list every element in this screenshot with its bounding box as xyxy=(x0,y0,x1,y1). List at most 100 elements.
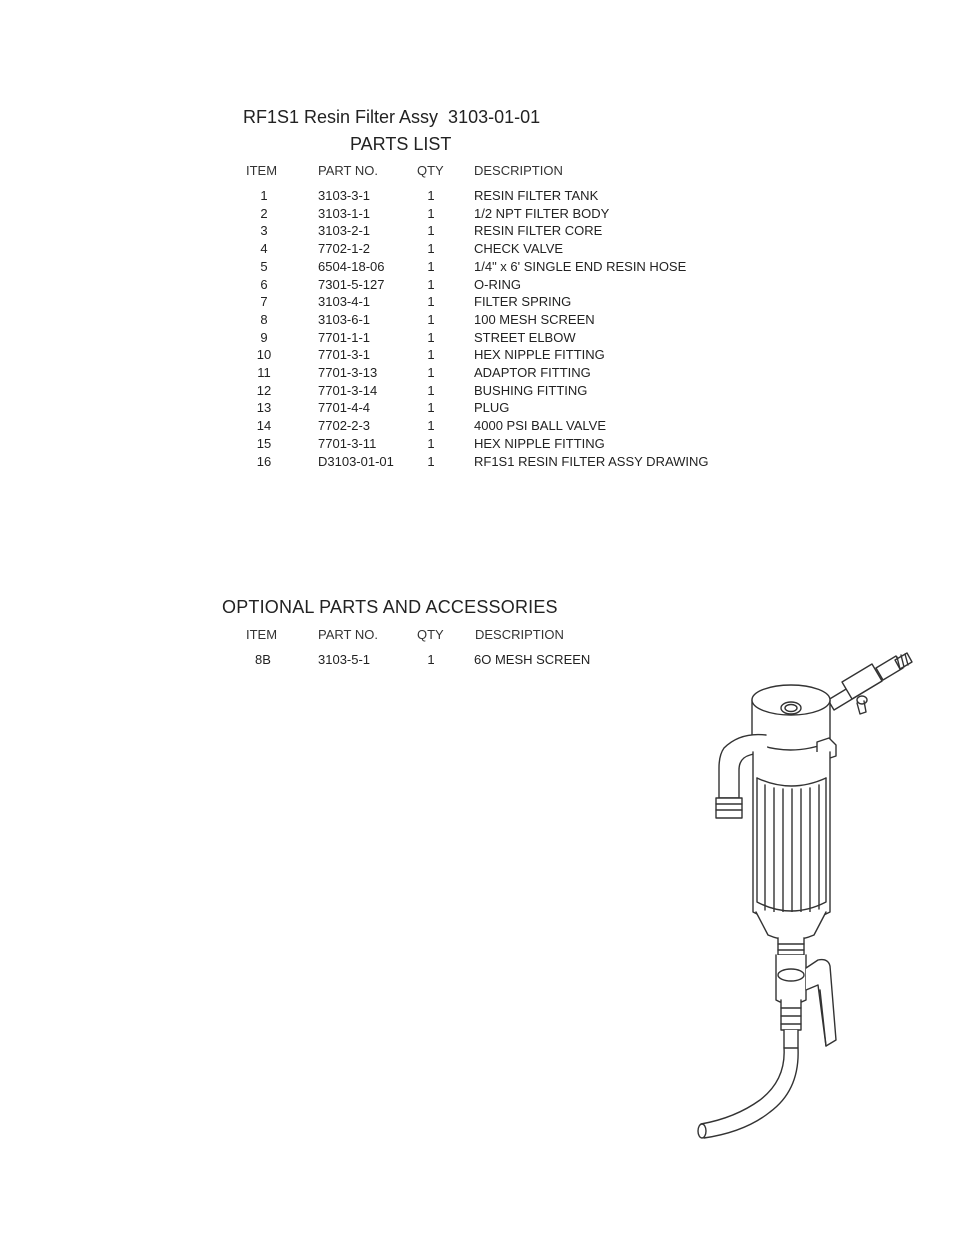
description: HEX NIPPLE FITTING xyxy=(474,347,605,363)
resin-hose xyxy=(697,1047,799,1139)
table-row: 13 7701-4-4 1 PLUG xyxy=(0,400,954,418)
description: 100 MESH SCREEN xyxy=(474,311,595,327)
item-number: 9 xyxy=(260,329,268,345)
item-number: 4 xyxy=(260,241,268,257)
description: RESIN FILTER TANK xyxy=(474,188,599,203)
part-number: 7701-3-11 xyxy=(318,435,377,451)
table-row: 9 7701-1-1 1 STREET ELBOW xyxy=(0,330,954,348)
quantity: 1 xyxy=(427,652,435,667)
opt-header-item: ITEM xyxy=(246,627,278,642)
item-number: 7 xyxy=(260,294,268,310)
hose-fitting xyxy=(780,999,802,1049)
table-row: 16 D3103-01-01 1 RF1S1 RESIN FILTER ASSY DR… xyxy=(0,454,954,472)
part-number: 7702-2-3 xyxy=(318,418,371,434)
outlet-valve-fitting xyxy=(827,652,913,715)
opt-header-qty: QTY xyxy=(417,627,444,642)
part-number: 3103-3-1 xyxy=(318,188,371,203)
description: 1/2 NPT FILTER BODY xyxy=(474,205,610,221)
item-number: 1 xyxy=(260,188,268,203)
filter-body-head xyxy=(751,684,837,761)
quantity: 1 xyxy=(427,276,435,292)
description: HEX NIPPLE FITTING xyxy=(474,435,605,451)
header-item: ITEM xyxy=(246,163,278,178)
description: RESIN FILTER CORE xyxy=(474,223,603,239)
quantity: 1 xyxy=(427,453,435,469)
description: O-RING xyxy=(474,276,521,292)
part-number: 7701-4-4 xyxy=(318,400,371,416)
description: ADAPTOR FITTING xyxy=(474,365,591,380)
header-description: DESCRIPTION xyxy=(474,163,563,178)
quantity: 1 xyxy=(427,205,435,221)
filter-bowl xyxy=(752,751,831,923)
filter-bottom-cap xyxy=(755,911,827,956)
description: 1/4" x 6' SINGLE END RESIN HOSE xyxy=(474,258,687,274)
table-row: 2 3103-1-1 1 1/2 NPT FILTER BODY xyxy=(0,206,954,224)
item-number: 5 xyxy=(260,258,268,274)
description: PLUG xyxy=(474,400,510,416)
item-number: 10 xyxy=(256,347,272,363)
quantity: 1 xyxy=(427,400,435,416)
part-number: 7701-1-1 xyxy=(318,329,371,345)
table-row: 7 3103-4-1 1 FILTER SPRING xyxy=(0,294,954,312)
part-number: 3103-5-1 xyxy=(318,652,371,667)
description: 6O MESH SCREEN xyxy=(474,652,591,667)
quantity: 1 xyxy=(427,365,435,380)
quantity: 1 xyxy=(427,258,435,274)
item-number: 15 xyxy=(256,435,272,451)
item-number: 16 xyxy=(256,453,272,469)
quantity: 1 xyxy=(427,435,435,451)
item-number: 14 xyxy=(256,418,272,434)
table-row: 11 7701-3-13 1 ADAPTOR FITTING xyxy=(0,365,954,383)
table-row: 1 3103-3-1 1 RESIN FILTER TANK xyxy=(0,188,954,206)
optional-parts-title: OPTIONAL PARTS AND ACCESSORIES xyxy=(222,597,558,617)
table-row: 14 7702-2-3 1 4000 PSI BALL VALVE xyxy=(0,418,954,436)
item-number: 12 xyxy=(256,382,272,398)
part-number: 7701-3-1 xyxy=(318,347,371,363)
quantity: 1 xyxy=(427,188,435,203)
ball-valve xyxy=(775,954,837,1047)
table-row: 15 7701-3-11 1 HEX NIPPLE FITTING xyxy=(0,436,954,454)
item-number: 8 xyxy=(260,311,268,327)
part-number: 7702-1-2 xyxy=(318,241,371,257)
part-number: 7301-5-127 xyxy=(318,276,385,292)
part-number: 7701-3-14 xyxy=(318,382,378,398)
opt-header-description: DESCRIPTION xyxy=(475,627,564,642)
header-part-no: PART NO. xyxy=(318,163,378,178)
quantity: 1 xyxy=(427,294,435,310)
part-number: D3103-01-01 xyxy=(318,453,394,469)
description: BUSHING FITTING xyxy=(474,382,588,398)
item-number: 8B xyxy=(255,652,271,667)
parts-list-title: PARTS LIST xyxy=(350,134,452,154)
item-number: 13 xyxy=(256,400,272,416)
item-number: 3 xyxy=(260,223,268,239)
table-row: 8 3103-6-1 1 100 MESH SCREEN xyxy=(0,312,954,330)
part-number: 3103-4-1 xyxy=(318,294,371,310)
quantity: 1 xyxy=(427,382,435,398)
description: FILTER SPRING xyxy=(474,294,572,310)
table-row: 8B 3103-5-1 1 6O MESH SCREEN xyxy=(0,652,954,670)
item-number: 11 xyxy=(257,365,271,380)
quantity: 1 xyxy=(427,347,435,363)
item-number: 2 xyxy=(260,205,268,221)
part-number: 3103-6-1 xyxy=(318,311,371,327)
description: CHECK VALVE xyxy=(474,241,564,257)
item-number: 6 xyxy=(260,276,268,292)
table-row: 6 7301-5-127 1 O-RING xyxy=(0,277,954,295)
description: 4000 PSI BALL VALVE xyxy=(474,418,607,434)
table-row: 10 7701-3-1 1 HEX NIPPLE FITTING xyxy=(0,347,954,365)
opt-header-part-no: PART NO. xyxy=(318,627,378,642)
description: STREET ELBOW xyxy=(474,329,576,345)
part-number: 7701-3-13 xyxy=(318,365,378,380)
table-row: 12 7701-3-14 1 BUSHING FITTING xyxy=(0,383,954,401)
document-title: RF1S1 Resin Filter Assy 3103-01-01 xyxy=(243,107,541,127)
description: RF1S1 RESIN FILTER ASSY DRAWING xyxy=(474,453,709,469)
quantity: 1 xyxy=(427,223,435,239)
part-number: 3103-1-1 xyxy=(318,205,371,221)
quantity: 1 xyxy=(427,329,435,345)
quantity: 1 xyxy=(427,418,435,434)
quantity: 1 xyxy=(427,311,435,327)
